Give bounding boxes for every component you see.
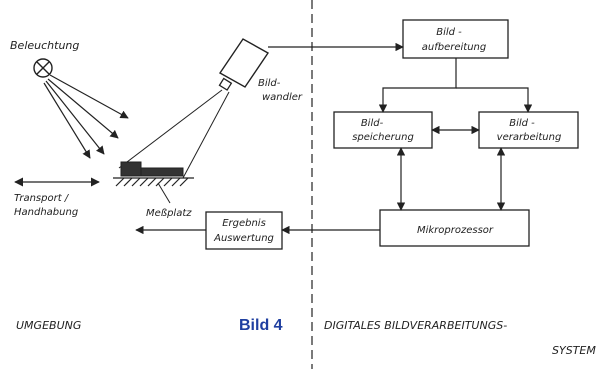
box-bildaufbereitung-line1: Bild -	[436, 27, 462, 38]
measuring-station-label: Meßplatz	[146, 208, 192, 219]
camera-label-line1: Bild-	[258, 78, 281, 89]
box-ergebnis-line1: Ergebnis	[222, 218, 266, 229]
figure-label: Bild 4	[239, 317, 283, 334]
box-bildspeicherung-line1: Bild-	[361, 118, 384, 129]
lamp-icon	[33, 58, 53, 78]
measuring-table	[113, 177, 194, 187]
camera-icon	[218, 38, 270, 91]
signal-connections	[135, 42, 533, 235]
system-label-line2: SYSTEM	[552, 344, 596, 357]
transport-label-line1: Transport /	[14, 193, 70, 204]
box-bildverarbeitung-line2: verarbeitung	[497, 132, 562, 143]
box-ergebnis-line2: Auswertung	[213, 233, 274, 244]
workpiece-icon	[120, 161, 184, 177]
box-mikroprozessor-label: Mikroprozessor	[417, 225, 494, 236]
environment-label: UMGEBUNG	[16, 319, 81, 332]
light-rays	[43, 74, 129, 159]
camera-view-lines	[118, 89, 230, 179]
box-mikroprozessor	[379, 209, 530, 247]
illumination-label: Beleuchtung	[10, 39, 79, 52]
transport-label-line2: Handhabung	[14, 207, 78, 218]
camera-label-line2: wandler	[262, 92, 303, 103]
box-bildverarbeitung	[478, 111, 579, 149]
system-label-line1: DIGITALES BILDVERARBEITUNGS-	[324, 319, 507, 332]
box-bildverarbeitung-line1: Bild -	[509, 118, 535, 129]
box-bildspeicherung-line2: speicherung	[352, 132, 414, 143]
box-bildaufbereitung-line2: aufbereitung	[422, 42, 486, 53]
messplatz-pointer	[157, 182, 171, 204]
box-ergebnis-auswertung	[205, 211, 283, 250]
